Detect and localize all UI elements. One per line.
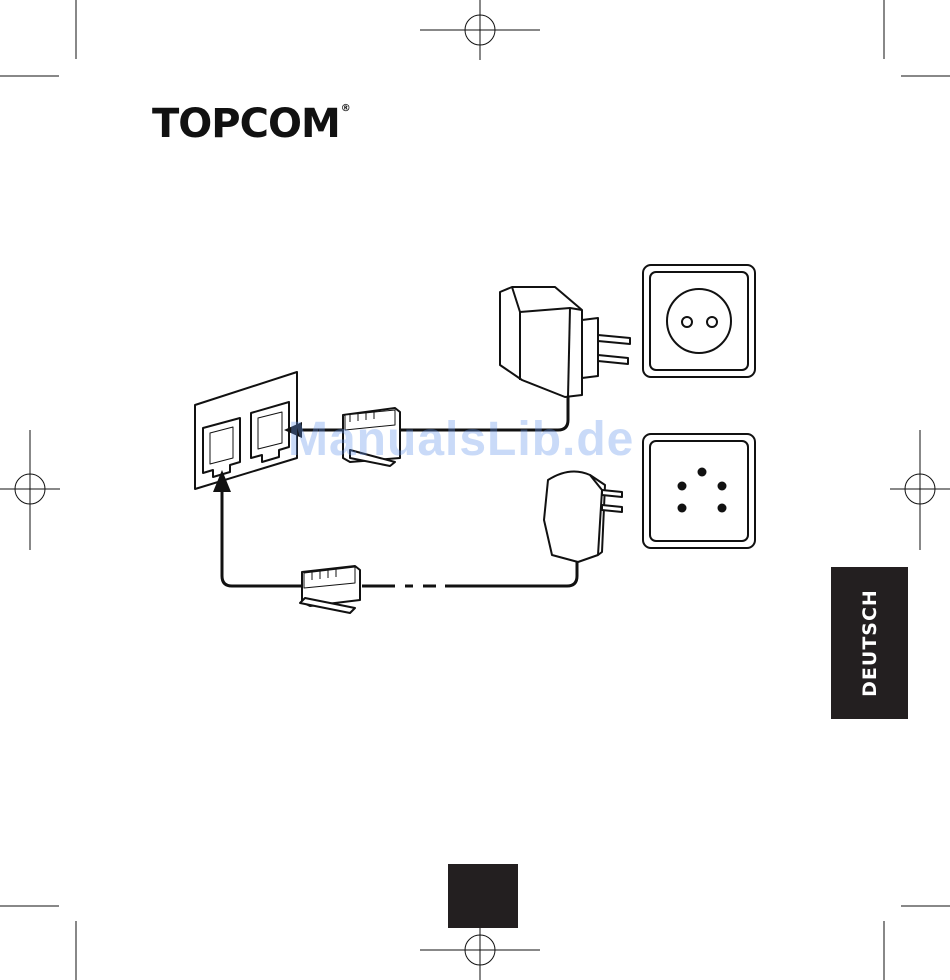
rj11-plug-icon — [300, 566, 360, 613]
brand-name: TOPCOM — [152, 101, 340, 147]
language-tab: DEUTSCH — [831, 567, 908, 719]
page-number-block — [448, 864, 518, 928]
crop-mark-icon — [884, 906, 950, 980]
language-label: DEUTSCH — [859, 589, 881, 697]
telephone-wall-jack-icon — [195, 372, 297, 489]
registration-mark-icon — [0, 430, 60, 550]
registered-mark: ® — [341, 103, 350, 114]
crop-mark-icon — [0, 0, 76, 76]
crop-mark-icon — [884, 0, 950, 76]
tae-plug-icon — [445, 471, 622, 586]
brand-logo: TOPCOM® — [152, 104, 350, 144]
crop-mark-icon — [0, 906, 76, 980]
mains-socket-icon — [643, 265, 755, 377]
power-adapter-icon — [300, 287, 630, 430]
registration-mark-icon — [420, 920, 540, 980]
registration-mark-icon — [890, 430, 950, 550]
tae-socket-icon — [643, 434, 755, 548]
watermark: ManualsLib.de — [288, 412, 634, 467]
registration-mark-icon — [420, 0, 540, 60]
